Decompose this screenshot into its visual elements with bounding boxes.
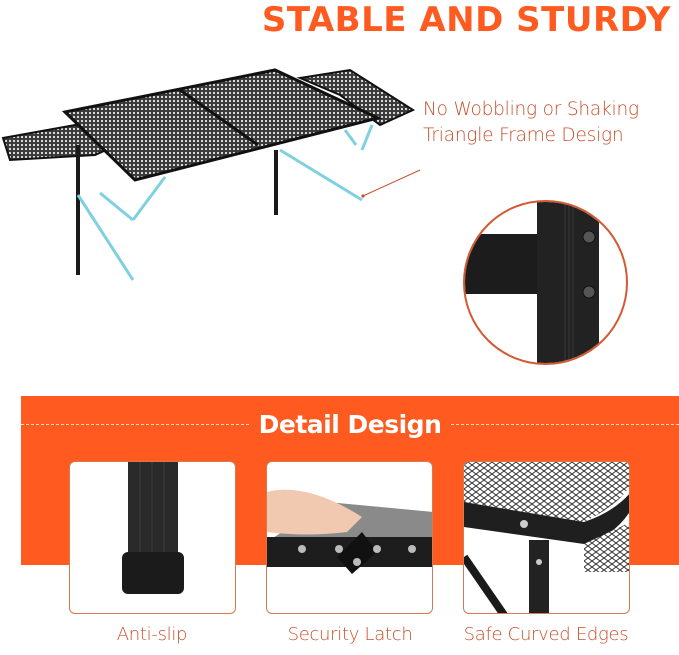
callout-line-2: Triangle Frame Design — [423, 125, 624, 146]
hero-table-image — [0, 55, 440, 295]
joint-closeup-image — [463, 200, 628, 365]
card-label-curved-edges: Safe Curved Edges — [463, 624, 629, 645]
headline: STABLE AND STURDY — [261, 0, 671, 40]
detail-title-row: Detail Design — [21, 404, 679, 444]
card-label-anti-slip: Anti-slip — [116, 624, 188, 645]
dashed-divider-left — [21, 423, 249, 425]
detail-title: Detail Design — [258, 409, 442, 439]
card-label-security-latch: Security Latch — [287, 624, 413, 645]
feature-callout: No Wobbling or Shaking Triangle Frame De… — [423, 97, 673, 149]
dashed-divider-right — [451, 423, 679, 425]
card-anti-slip-image — [69, 461, 236, 614]
card-security-latch-image — [266, 461, 433, 614]
callout-line-1: No Wobbling or Shaking — [423, 99, 639, 120]
card-curved-edges-image — [463, 461, 630, 614]
